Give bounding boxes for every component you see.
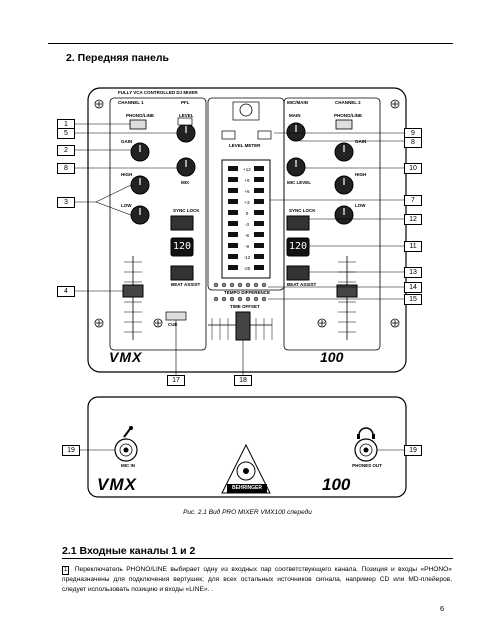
level-label: LEVEL [179, 113, 194, 118]
callout-3: 3 [57, 197, 75, 208]
bpm-display-ch2 [286, 237, 310, 257]
channel1-section [109, 97, 207, 351]
callout-14: 14 [404, 282, 422, 293]
callout-12: 12 [404, 214, 422, 225]
callout-19-right: 19 [404, 445, 422, 456]
callout-19-left: 19 [62, 445, 80, 456]
mic-in-label: MIC IN [121, 463, 135, 468]
paragraph-tag: 1 [62, 566, 70, 575]
figure-caption: Рис. 2.1 Вид PRO MIXER VMX100 спереди [183, 509, 312, 516]
model-bottom-logo: 100 [322, 475, 351, 494]
meter-scale-label: +3 [244, 200, 250, 205]
mic-level-label: MIC LEVEL [287, 180, 312, 185]
behringer-wordmark: BEHRINGER [227, 484, 267, 493]
low-label-ch1: LOW [121, 203, 132, 208]
meter-scale-label: +9 [244, 178, 250, 183]
phono-line-switch-ch2 [335, 119, 353, 130]
pfl-button [177, 117, 193, 126]
high-label-ch1: HIGH [121, 172, 133, 177]
mic-main-label: MIC/MAIN [287, 100, 308, 105]
subsection-rule [62, 558, 453, 559]
model-brand-label: 100 [320, 349, 344, 365]
vmx-brand-label: VMX [109, 349, 143, 365]
crossfader-curve-switch [165, 311, 187, 321]
subsection-title: 2.1 Входные каналы 1 и 2 [62, 545, 196, 557]
callout-5: 5 [57, 128, 75, 139]
headphones-icon [358, 427, 374, 436]
high-label-ch2: HIGH [355, 172, 367, 177]
meter-scale-label: -20 [243, 266, 251, 271]
callout-15: 15 [404, 294, 422, 305]
callout-13: 13 [404, 267, 422, 278]
level-meter-label: LEVEL METER [229, 143, 261, 148]
screw-icon [94, 99, 400, 328]
callout-4: 4 [57, 286, 75, 297]
vmx-bottom-logo: VMX [97, 475, 137, 494]
callout-8-right: 8 [404, 137, 422, 148]
low-label-ch2: LOW [355, 203, 366, 208]
bpm-value-ch2: 120 [289, 241, 308, 252]
channel2-label: CHANNEL 2 [335, 100, 361, 105]
beat-assist-label-ch2: BEAT ASSIST [287, 282, 317, 287]
phones-out-label: PHONES OUT [352, 463, 382, 468]
channel-fader-knob-ch2 [336, 284, 358, 298]
callout-8-left: 8 [57, 163, 75, 174]
sync-lock-label-ch1: SYNC LOCK [173, 208, 200, 213]
meter-scale-label: -9 [244, 244, 249, 249]
callout-11: 11 [404, 241, 422, 252]
meter-scale: +12 +9 +6 +3 0 -3 -6 -9 -12 -20 [240, 164, 254, 274]
sync-lock-button-ch2 [286, 215, 310, 231]
callout-2: 2 [57, 145, 75, 156]
level-meter-ch-button [221, 130, 236, 140]
bpm-display-ch1 [170, 237, 194, 257]
gain-label-ch2: GAIN [355, 139, 367, 144]
tempo-diff-label: TEMPO DIFFERENCE [224, 290, 271, 295]
time-offset-label: TIME OFFSET [230, 304, 260, 309]
panel-heading: FULLY VCA CONTROLLED DJ MIXER [118, 90, 198, 95]
callout-18: 18 [234, 375, 252, 386]
sync-lock-button-ch1 [170, 215, 194, 231]
meter-scale-label: -3 [244, 222, 249, 227]
mix-label: MIX [181, 180, 190, 185]
center-section [207, 97, 285, 291]
pfl-label: PFL [181, 100, 190, 105]
section-title: 2. Передняя панель [66, 52, 169, 64]
meter-scale-label: -6 [244, 233, 249, 238]
body-paragraph: 1 Переключатель PHONO/LINE выбирает одну… [62, 565, 452, 594]
level-meter-main-button [257, 130, 272, 140]
beat-assist-button-ch1 [170, 265, 194, 281]
phono-line-switch-ch1 [129, 119, 147, 130]
callout-17: 17 [167, 375, 185, 386]
beat-assist-button-ch2 [286, 265, 310, 281]
sync-lock-label-ch2: SYNC LOCK [289, 208, 316, 213]
callout-10: 10 [404, 163, 422, 174]
behringer-logo-icon [232, 101, 260, 121]
meter-scale-label: +6 [244, 189, 250, 194]
phono-line-label-ch1: PHONO/LINE [126, 113, 155, 118]
gain-label-ch1: GAIN [121, 139, 133, 144]
phono-line-label-ch2: PHONO/LINE [334, 113, 363, 118]
cue-label: CUE [168, 322, 178, 327]
meter-scale-label: -12 [243, 255, 251, 260]
bpm-value-ch1: 120 [173, 241, 192, 252]
mixer-front-panel-figure [74, 87, 420, 376]
top-rule [48, 43, 453, 44]
meter-scale-label: 0 [245, 211, 249, 216]
crossfader-knob [235, 311, 251, 341]
meter-scale-label: +12 [243, 167, 251, 172]
channel-fader-knob-ch1 [122, 284, 144, 298]
page-number: 6 [440, 604, 445, 613]
microphone-icon [123, 428, 131, 438]
channel1-label: CHANNEL 1 [118, 100, 144, 105]
paragraph-text: Переключатель PHONO/LINE выбирает одну и… [62, 566, 452, 593]
main-label: MAIN [289, 113, 301, 118]
behringer-emblem-icon [221, 443, 271, 494]
beat-assist-label-ch1: BEAT ASSIST [171, 282, 201, 287]
callout-7: 7 [404, 195, 422, 206]
